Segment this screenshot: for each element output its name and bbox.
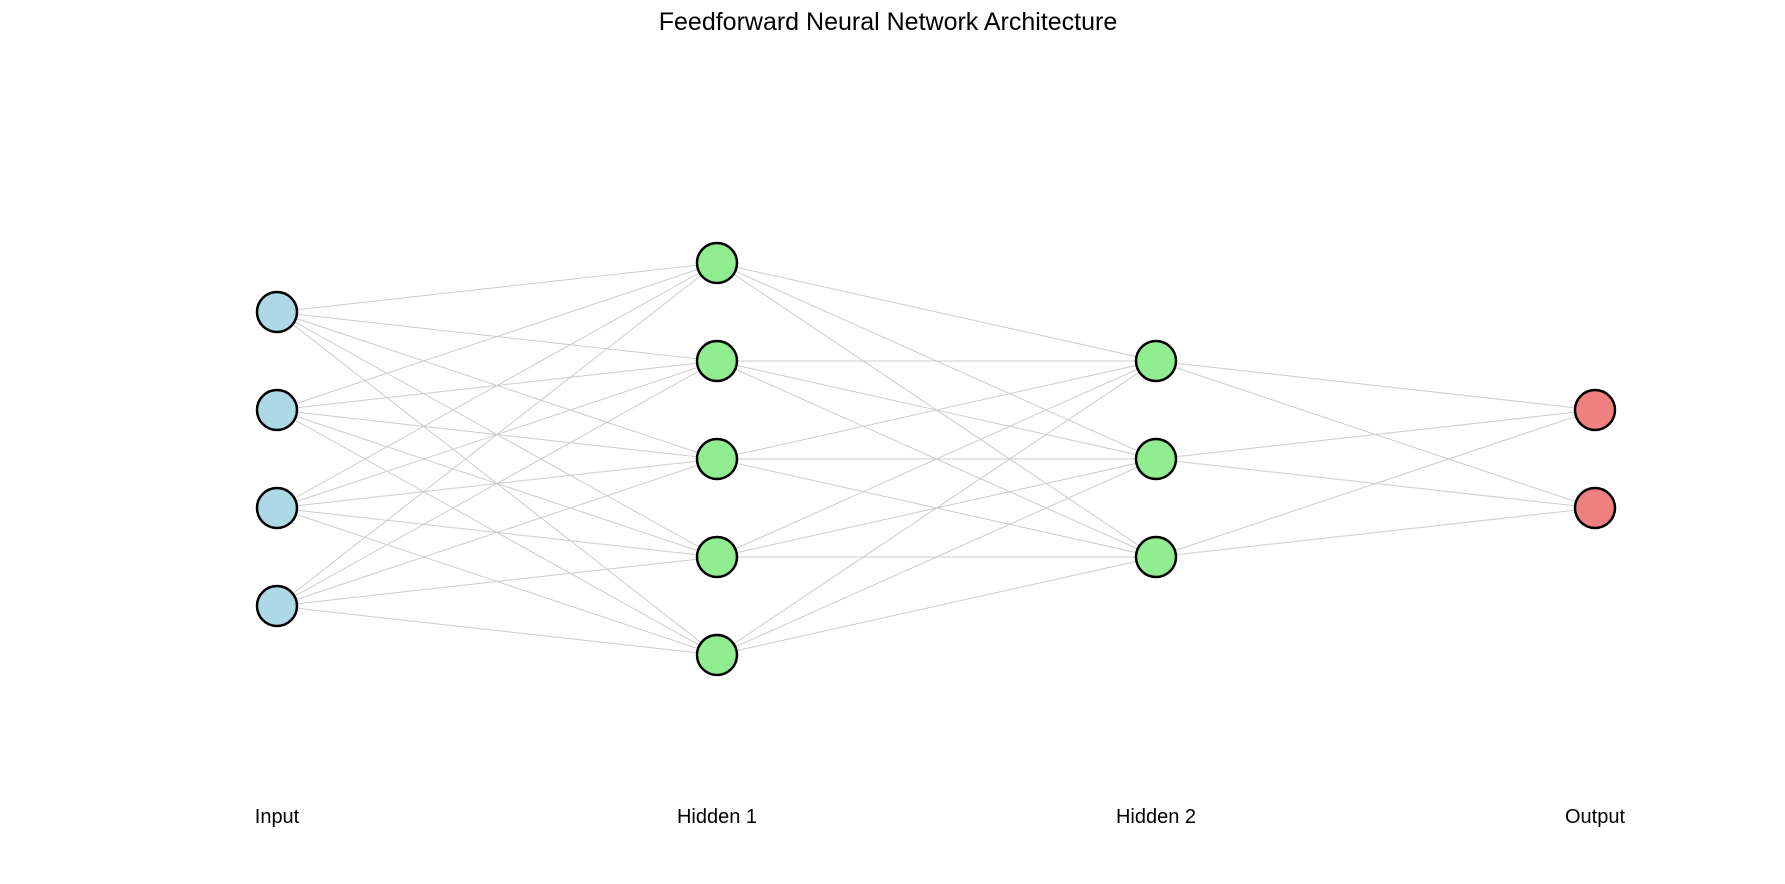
- edge-input-to-hidden-1: [276, 360, 718, 607]
- input-node-2: [255, 388, 299, 432]
- edge-input-to-hidden-1: [276, 262, 718, 509]
- hidden-1-node-2: [695, 339, 739, 383]
- input-node-3: [255, 486, 299, 530]
- edge-input-to-hidden-1: [276, 262, 718, 607]
- edge-hidden-1-to-hidden-2: [716, 360, 1157, 558]
- edge-input-to-hidden-1: [276, 458, 718, 607]
- neuron-nodes: [255, 241, 1617, 677]
- edge-hidden-1-to-hidden-2: [716, 262, 1157, 362]
- layer-label-hidden-2: Hidden 2: [1115, 806, 1197, 828]
- hidden-2-node-1: [1134, 339, 1178, 383]
- edge-hidden-1-to-hidden-2: [716, 360, 1157, 460]
- edge-hidden-2-to-output: [1155, 409, 1596, 460]
- edge-hidden-1-to-hidden-2: [716, 360, 1157, 656]
- layer-label-input: Input: [254, 806, 300, 828]
- diagram-title: Feedforward Neural Network Architecture: [658, 8, 1118, 36]
- edge-input-to-hidden-1: [276, 556, 718, 607]
- connection-edges: [276, 262, 1596, 656]
- hidden-1-node-1: [695, 241, 739, 285]
- hidden-2-node-3: [1134, 535, 1178, 579]
- edge-input-to-hidden-1: [276, 605, 718, 656]
- edge-hidden-1-to-hidden-2: [716, 458, 1157, 656]
- hidden-1-node-5: [695, 633, 739, 677]
- output-node-1: [1573, 388, 1617, 432]
- edge-hidden-1-to-hidden-2: [716, 556, 1157, 656]
- edge-input-to-hidden-1: [276, 262, 718, 411]
- edge-hidden-2-to-output: [1155, 507, 1596, 558]
- hidden-1-node-3: [695, 437, 739, 481]
- hidden-1-node-4: [695, 535, 739, 579]
- edge-hidden-2-to-output: [1155, 409, 1596, 558]
- input-node-4: [255, 584, 299, 628]
- edge-hidden-2-to-output: [1155, 360, 1596, 411]
- layer-label-hidden-1: Hidden 1: [676, 806, 758, 828]
- input-node-1: [255, 290, 299, 334]
- edge-input-to-hidden-1: [276, 262, 718, 313]
- hidden-2-node-2: [1134, 437, 1178, 481]
- layer-label-output: Output: [1564, 806, 1626, 828]
- output-node-2: [1573, 486, 1617, 530]
